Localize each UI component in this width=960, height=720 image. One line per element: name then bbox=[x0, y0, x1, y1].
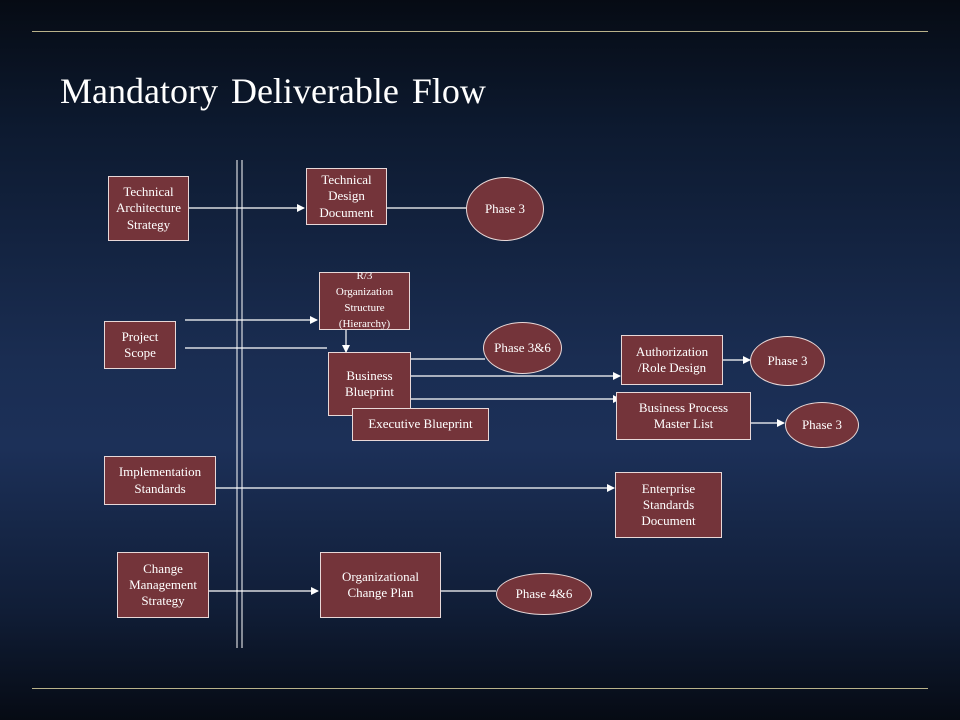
bottom-rule bbox=[32, 688, 928, 689]
authorization-role-design-box: Authorization /Role Design bbox=[621, 335, 723, 385]
phase-oval-business-blueprint: Phase 3&6 bbox=[483, 322, 562, 374]
executive-blueprint-label: Executive Blueprint bbox=[368, 416, 473, 432]
project-scope-box: Project Scope bbox=[104, 321, 176, 369]
executive-blueprint-box: Executive Blueprint bbox=[352, 408, 489, 441]
r3-organization-structure-box: R/3 Organization Structure (Hierarchy) bbox=[319, 270, 410, 330]
enterprise-standards-document-label: Enterprise Standards Document bbox=[641, 480, 696, 529]
technical-design-document-label: Technical Design Document bbox=[319, 172, 374, 220]
phase-oval-authorization: Phase 3 bbox=[750, 336, 825, 386]
phase-oval-change-plan: Phase 4&6 bbox=[496, 573, 592, 615]
business-blueprint-label: Business Blueprint bbox=[344, 367, 395, 399]
implementation-standards-label: Implementation Standards bbox=[118, 464, 202, 496]
phase-oval-technical-design: Phase 3 bbox=[466, 177, 544, 241]
technical-design-document-box: Technical Design Document bbox=[306, 168, 387, 225]
slide-title: Mandatory Deliverable Flow bbox=[60, 71, 486, 111]
project-scope-label: Project Scope bbox=[121, 328, 159, 360]
business-blueprint-box: Business Blueprint bbox=[328, 352, 411, 416]
technical-architecture-strategy-box: Technical Architecture Strategy bbox=[108, 176, 189, 241]
enterprise-standards-document-box: Enterprise Standards Document bbox=[615, 472, 722, 538]
change-management-strategy-box: Change Management Strategy bbox=[117, 552, 209, 618]
change-management-strategy-label: Change Management Strategy bbox=[129, 560, 197, 609]
r3-organization-structure-label: R/3 Organization Structure (Hierarchy) bbox=[335, 270, 394, 330]
phase-oval-business-process: Phase 3 bbox=[785, 402, 859, 448]
organizational-change-plan-box: Organizational Change Plan bbox=[320, 552, 441, 618]
organizational-change-plan-label: Organizational Change Plan bbox=[341, 568, 419, 600]
business-process-master-list-box: Business Process Master List bbox=[616, 392, 751, 440]
implementation-standards-box: Implementation Standards bbox=[104, 456, 216, 505]
business-process-master-list-label: Business Process Master List bbox=[638, 399, 729, 431]
technical-architecture-strategy-label: Technical Architecture Strategy bbox=[116, 184, 181, 232]
top-rule bbox=[32, 31, 928, 32]
authorization-role-design-label: Authorization /Role Design bbox=[635, 343, 709, 375]
